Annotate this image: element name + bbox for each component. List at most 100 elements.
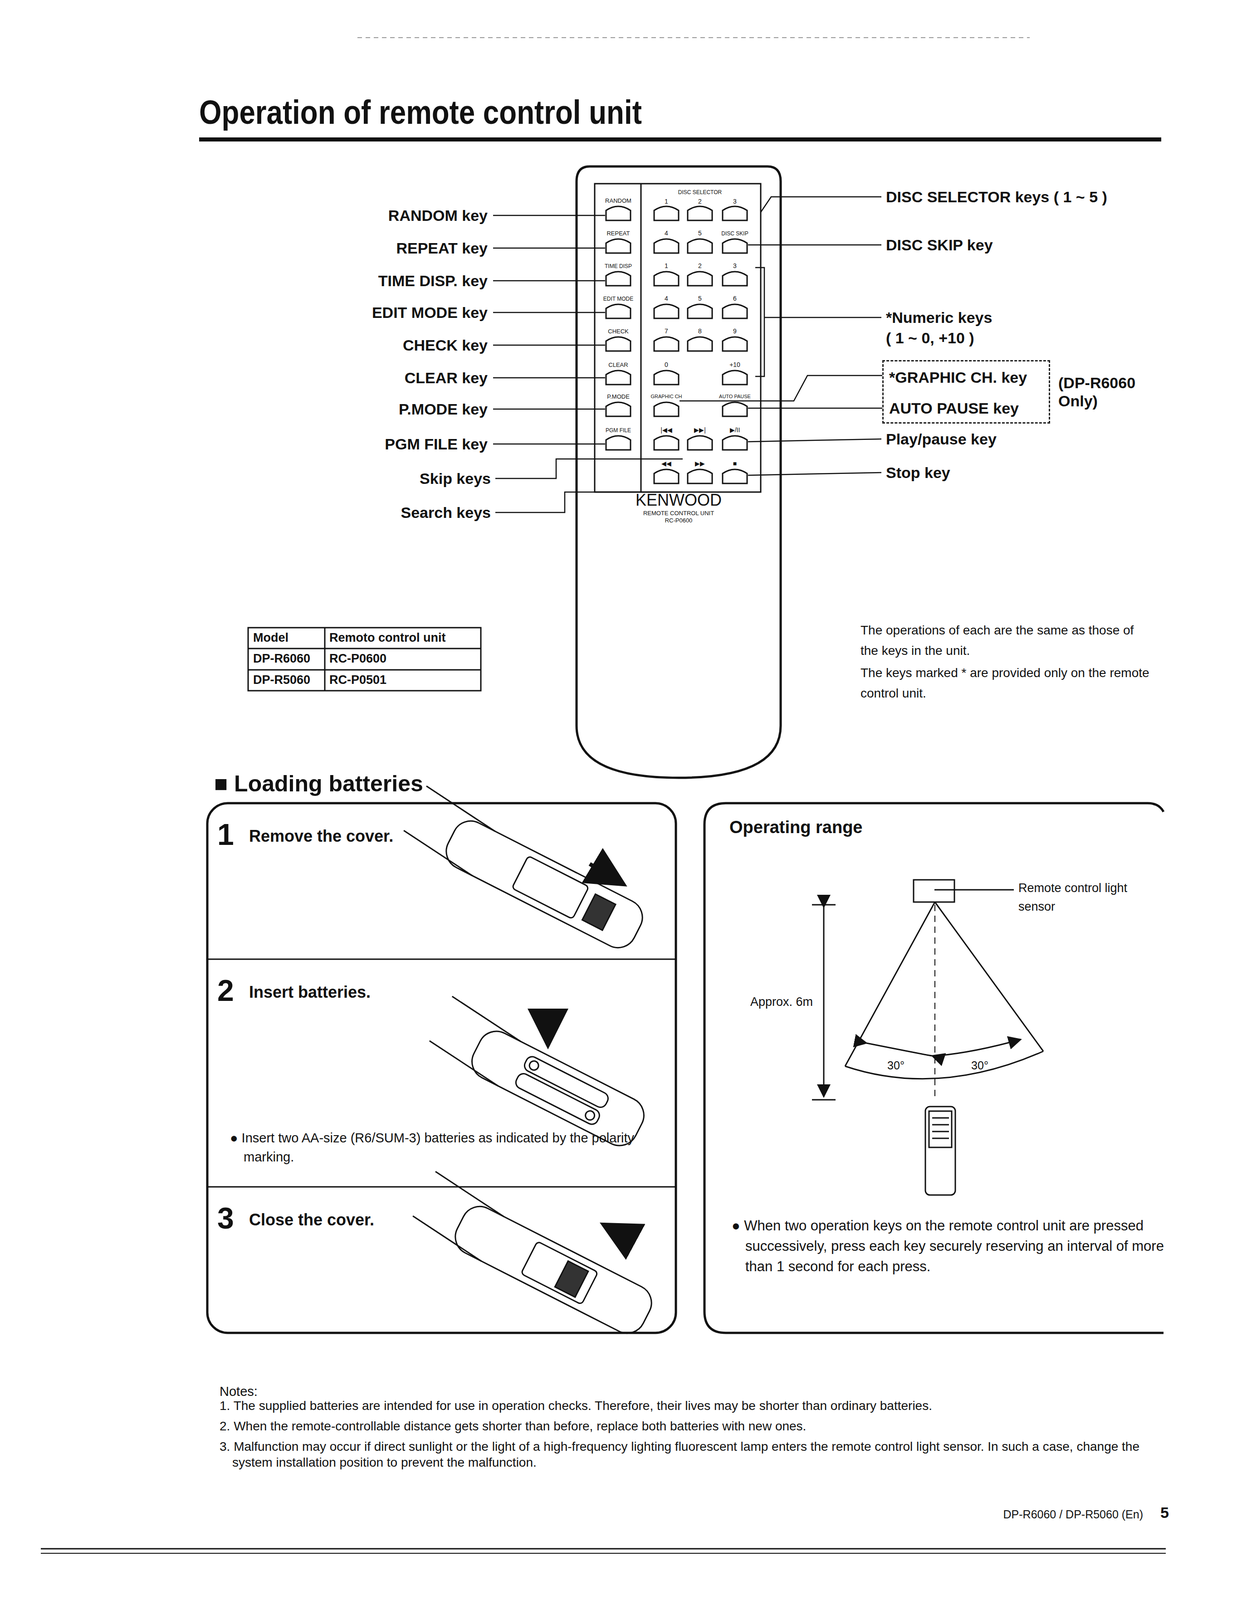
remote-button xyxy=(654,304,679,319)
remote-button xyxy=(722,435,748,450)
note-text: 3. Malfunction may occur if direct sunli… xyxy=(219,1438,1176,1471)
remote-button xyxy=(687,304,713,319)
table-cell: RC-P0501 xyxy=(329,672,387,689)
node-text: Close the cover. xyxy=(249,1209,375,1231)
step-panel: 3Close the cover. xyxy=(207,1187,676,1334)
key-callout: REPEAT key xyxy=(396,238,488,259)
node-heading: 1 xyxy=(217,816,235,854)
button-label: PGM FILE xyxy=(605,427,631,435)
remote-button xyxy=(722,239,748,254)
button-label: 5 xyxy=(698,294,702,304)
button-label: 7 xyxy=(664,327,669,336)
key-callout: CLEAR key xyxy=(404,368,488,388)
note-text: 2. When the remote-controllable distance… xyxy=(219,1418,1176,1435)
button-label: 2 xyxy=(698,197,702,206)
remote-button xyxy=(654,469,679,484)
remote-button xyxy=(606,370,631,385)
remote-button xyxy=(654,402,679,417)
description-text: The operations of each are the same as t… xyxy=(860,620,1151,662)
table-cell: RC-P0600 xyxy=(329,651,387,667)
button-label: 1 xyxy=(664,197,669,206)
remote-button xyxy=(606,402,631,417)
remote-button xyxy=(722,469,748,484)
key-callout: *Numeric keys xyxy=(885,308,993,328)
button-label: EDIT MODE xyxy=(603,295,634,303)
button-label: CLEAR xyxy=(608,361,628,369)
remote-button xyxy=(722,304,748,319)
button-label: P.MODE xyxy=(606,393,630,401)
remote-button xyxy=(606,435,631,450)
description-text: The keys marked * are provided only on t… xyxy=(860,663,1151,705)
step-panel: 1 Remove the cover. xyxy=(207,803,676,960)
table-cell: DP-R6060 xyxy=(253,651,311,667)
button-label: DISC SELECTOR xyxy=(678,189,722,196)
key-callout: (DP-R6060 xyxy=(1058,373,1136,393)
key-callout: Skip keys xyxy=(419,469,491,489)
button-label: |◀◀ xyxy=(660,426,673,435)
dashed-key-group: *GRAPHIC CH. keyAUTO PAUSE key xyxy=(882,360,1051,424)
remote-body: KENWOODREMOTE CONTROL UNIT RC-P0600 xyxy=(576,489,781,545)
remote-button xyxy=(687,337,713,352)
key-callout: CHECK key xyxy=(402,335,488,356)
remote-button xyxy=(722,370,748,385)
key-callout: RANDOM key xyxy=(388,205,488,226)
remote-button xyxy=(722,271,748,286)
button-label: 8 xyxy=(698,327,702,336)
remote-button xyxy=(606,206,631,221)
key-callout: Only) xyxy=(1058,391,1098,411)
button-label: 6 xyxy=(733,294,737,304)
button-label: CHECK xyxy=(607,327,629,336)
button-label: ■ xyxy=(733,459,737,469)
button-label: 5 xyxy=(698,229,702,238)
remote-button xyxy=(687,206,713,221)
key-callout: Play/pause key xyxy=(885,429,997,450)
node-heading: 2 xyxy=(217,972,235,1010)
node-text: Insert batteries. xyxy=(249,982,371,1003)
button-label: ◀◀ xyxy=(661,459,672,469)
node-heading: Operating range xyxy=(729,816,863,839)
button-label: 2 xyxy=(698,262,702,271)
note-text: 1. The supplied batteries are intended f… xyxy=(219,1398,1176,1414)
page-footer: 5 xyxy=(1160,1503,1169,1523)
remote-button xyxy=(722,337,748,352)
button-label: ▶/II xyxy=(729,426,741,435)
remote-button xyxy=(654,435,679,450)
node-heading: KENWOOD xyxy=(635,489,722,511)
button-label: TIME DISP xyxy=(604,263,632,270)
node-heading: *GRAPHIC CH. key xyxy=(889,367,1027,388)
remote-button xyxy=(687,469,713,484)
figure-label: 30° xyxy=(971,1058,989,1073)
table-cell: DP-R5060 xyxy=(253,672,311,689)
remote-button xyxy=(687,239,713,254)
button-label: 3 xyxy=(733,262,737,271)
remote-button xyxy=(722,206,748,221)
remote-button xyxy=(606,304,631,319)
node-text: AUTO PAUSE key xyxy=(889,398,1019,419)
button-label: RANDOM xyxy=(605,197,632,205)
page-title: Operation of remote control unit xyxy=(199,91,642,134)
key-callout: PGM FILE key xyxy=(384,434,488,455)
button-label: +10 xyxy=(729,361,741,370)
remote-button xyxy=(687,435,713,450)
node-text: ● Insert two AA-size (R6/SUM-3) batterie… xyxy=(229,1128,666,1167)
key-callout: EDIT MODE key xyxy=(371,303,488,323)
figure-label: Remote control light sensor xyxy=(1018,879,1155,916)
button-label: DISC SKIP xyxy=(721,230,749,238)
operating-range-panel: Operating range● When two operation keys… xyxy=(704,803,1164,1334)
remote-button xyxy=(606,239,631,254)
node-text: REMOTE CONTROL UNIT RC-P0600 xyxy=(642,509,715,524)
button-label: ▶▶| xyxy=(694,426,706,435)
section-heading: ■ Loading batteries xyxy=(214,769,424,799)
button-label: GRAPHIC CH xyxy=(650,393,682,401)
page-footer: DP-R6060 / DP-R5060 (En) xyxy=(1003,1507,1144,1522)
remote-button xyxy=(654,370,679,385)
figure-label: Approx. 6m xyxy=(750,994,813,1011)
key-callout: DISC SKIP key xyxy=(885,235,993,255)
key-callout: DISC SELECTOR keys ( 1 ~ 5 ) xyxy=(885,187,1108,207)
remote-button xyxy=(654,239,679,254)
node-text: Remove the cover. xyxy=(249,826,394,847)
key-callout: Stop key xyxy=(885,463,951,483)
remote-button xyxy=(654,337,679,352)
key-callout: ( 1 ~ 0, +10 ) xyxy=(885,328,975,348)
